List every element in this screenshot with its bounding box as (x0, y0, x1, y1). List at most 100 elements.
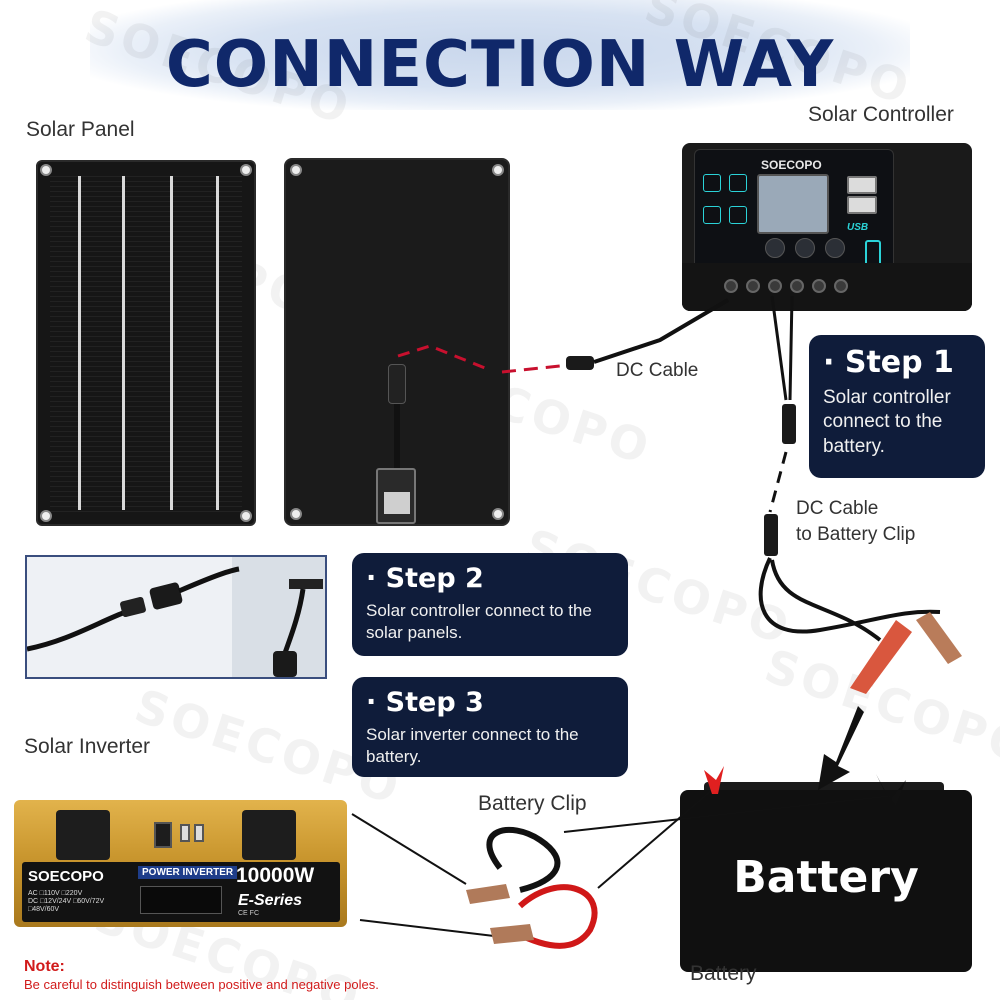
mounting-hole (290, 164, 302, 176)
controller-battery-plug (782, 404, 796, 444)
bus-bar (170, 176, 173, 510)
solar-panel-front (36, 160, 256, 526)
usb-label: USB (847, 222, 869, 233)
battery-label: Battery (690, 962, 757, 985)
step-3-line: battery. (366, 746, 422, 766)
solar-cell-grid (50, 174, 242, 512)
step-1-line: connect to the (823, 411, 943, 433)
dc-cable-battery-label-line2: to Battery Clip (796, 524, 916, 545)
solar-panel-label: Solar Panel (26, 118, 135, 141)
panel-dc-connector (388, 364, 406, 404)
title-brush-background (90, 0, 910, 110)
red-alligator-clip (850, 620, 912, 694)
inverter-spec-dc: DC □12V/24V □60V/72V (28, 898, 105, 906)
arrow-to-battery-icon (818, 706, 864, 790)
usb-port (194, 824, 204, 842)
page-title: CONNECTION WAY (165, 28, 835, 102)
step-1-box: · Step 1 Solar controller connect to the… (809, 335, 985, 478)
clip-red-icon (490, 924, 534, 944)
inverter-spec-ac: AC □110V □220V (28, 890, 83, 897)
gear-icon (729, 174, 747, 192)
dc-cable-label: DC Cable (616, 360, 699, 381)
battery-clip-cable (770, 559, 882, 642)
step-3-heading: · Step 3 (366, 687, 484, 718)
terminal (746, 279, 760, 293)
panel-to-controller-dashed (397, 344, 491, 372)
solar-inverter-label: Solar Inverter (24, 735, 151, 758)
inverter-cert: CE FC (238, 910, 259, 917)
controller-up-button (795, 238, 815, 258)
battery-clip-label: Battery Clip (478, 792, 587, 815)
note-title: Note: (24, 958, 65, 975)
inverter-brand: SOECOPO (28, 868, 104, 885)
controller-terminals (682, 263, 972, 311)
inverter-display (140, 886, 222, 914)
step-2-heading: · Step 2 (366, 563, 484, 594)
battery-clip-plug (764, 514, 778, 556)
mounting-hole (492, 508, 504, 520)
step-3-text: Solar inverter connect to the battery. (366, 724, 614, 768)
battery-text: Battery (733, 852, 919, 903)
power-switch (154, 822, 172, 848)
terminal (724, 279, 738, 293)
step-1-line: battery. (823, 435, 885, 457)
inverter-to-clip-wire (351, 813, 467, 885)
clip-cable-black (486, 826, 561, 893)
battery-clip-cable (758, 557, 941, 634)
mounting-hole (240, 510, 252, 522)
inverter-power: 10000W (236, 864, 315, 887)
solar-controller-label: Solar Controller (808, 103, 954, 126)
mounting-hole (290, 508, 302, 520)
step-1-heading: · Step 1 (823, 345, 954, 380)
step-2-text: Solar controller connect to the solar pa… (366, 600, 614, 644)
bus-bar (122, 176, 125, 510)
usb-port (847, 176, 877, 194)
dc-cable-plug (566, 356, 594, 370)
inverter-spec-dc: □48V/60V (28, 906, 60, 914)
terminal (834, 279, 848, 293)
inverter-tag: POWER INVERTER (138, 866, 238, 879)
connector-drawing (27, 566, 323, 677)
junction-box (376, 468, 416, 524)
mounting-hole (40, 164, 52, 176)
solar-panel-back (284, 158, 510, 526)
step-3-line: Solar inverter connect to the (366, 725, 579, 744)
inverter-to-clip-wire (359, 919, 495, 937)
controller-button (765, 238, 785, 258)
panel-lead-cable (394, 372, 400, 472)
clip-to-battery-wire (597, 789, 713, 889)
black-alligator-clip (916, 612, 962, 664)
clip-black-icon (466, 884, 510, 904)
mounting-hole (40, 510, 52, 522)
battery-black-clip-icon (876, 774, 906, 806)
usb-port (847, 196, 877, 214)
ac-socket (56, 810, 110, 860)
step-1-text: Solar controller connect to the battery. (823, 386, 971, 459)
inverter-series: E-Series (238, 892, 303, 909)
terminal (768, 279, 782, 293)
mounting-hole (240, 164, 252, 176)
step-2-line: solar panels. (366, 622, 463, 642)
clip-to-battery-wire (563, 795, 891, 833)
dc-cable-battery-label: DC Cable (796, 498, 879, 519)
dc-cable (593, 298, 730, 364)
inverter-label-panel: SOECOPO AC □110V □220V DC □12V/24V □60V/… (22, 862, 340, 922)
controller-down-button (825, 238, 845, 258)
step-2-box: · Step 2 Solar controller connect to the… (352, 553, 628, 656)
terminal (812, 279, 826, 293)
bus-bar (78, 176, 81, 510)
battery-red-clip-icon (704, 766, 724, 794)
step-3-box: · Step 3 Solar inverter connect to the b… (352, 677, 628, 777)
controller-battery-cable (770, 295, 794, 401)
solar-inverter: SOECOPO AC □110V □220V DC □12V/24V □60V/… (14, 800, 347, 927)
bus-bar (216, 176, 219, 510)
dc-cable-dashed (501, 364, 561, 374)
clock-icon (703, 206, 721, 224)
mounting-hole (492, 164, 504, 176)
inverter-spec: AC □110V □220V DC □12V/24V □60V/72V □48V… (28, 890, 104, 914)
lock-icon (729, 206, 747, 224)
battery-body: Battery (680, 790, 972, 972)
step-1-line: Solar controller (823, 387, 951, 408)
solar-controller: SOECOPO USB (682, 143, 972, 311)
